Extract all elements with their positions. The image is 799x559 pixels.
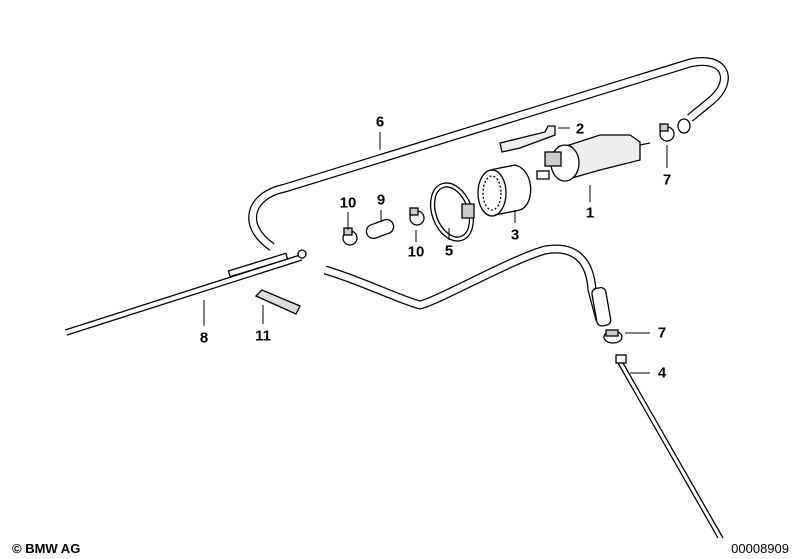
callout-3: 3: [510, 226, 520, 244]
callout-11: 11: [255, 327, 271, 345]
callout-7-top: 7: [662, 171, 672, 189]
leader-lines: [203, 127, 668, 374]
hose-piece-9: [365, 218, 395, 240]
callout-2: 2: [575, 120, 585, 138]
sleeve-3: [477, 164, 532, 217]
image-number: 00008909: [731, 541, 789, 556]
hose-lower: [323, 244, 612, 327]
rod-8: [64, 249, 307, 336]
bracket-2: [499, 125, 556, 153]
callout-4: 4: [657, 364, 667, 382]
part-11: [254, 289, 301, 315]
callout-10b: 10: [407, 243, 425, 261]
callout-8: 8: [199, 329, 209, 347]
callout-1: 1: [585, 204, 595, 222]
callout-7-lower: 7: [657, 324, 667, 342]
clamp-7-top: [659, 123, 675, 142]
pipe-4: [615, 354, 724, 539]
callout-6: 6: [375, 113, 385, 131]
fuel-pump-1: [536, 134, 651, 182]
callout-10a: 10: [339, 194, 357, 212]
hose-6: [248, 57, 729, 251]
hose-clamp-5: [429, 182, 475, 242]
callout-5: 5: [444, 242, 454, 260]
callout-9: 9: [376, 191, 386, 209]
clamp-10b: [409, 207, 425, 226]
copyright: © BMW AG: [12, 541, 81, 556]
clamp-10a: [342, 227, 358, 246]
clamp-7-lower: [603, 329, 623, 344]
